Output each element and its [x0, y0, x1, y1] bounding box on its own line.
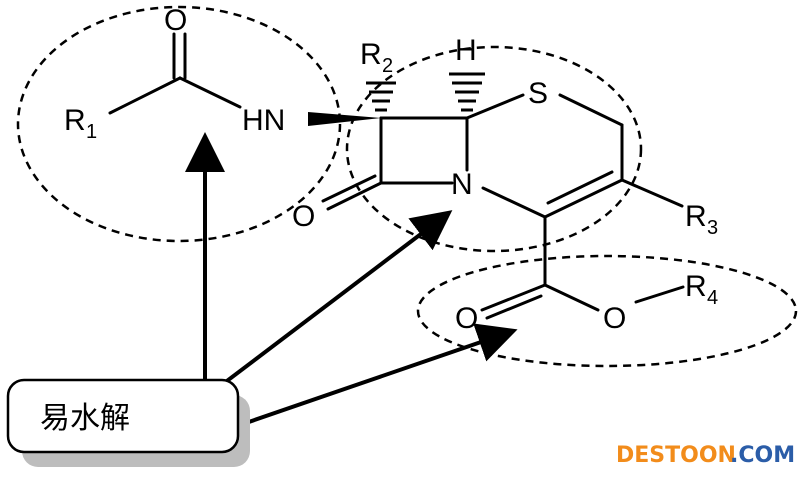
bond-c4-n — [481, 186, 547, 219]
bond-c3-c4-double-a — [543, 178, 624, 219]
bond-c3-c4-double-b — [546, 170, 614, 205]
label-easily-hydrolysed: 易水解 — [40, 401, 130, 436]
ester-group-ring — [416, 254, 798, 368]
wedge-bond-hn — [308, 112, 381, 126]
atom-o-top: O — [164, 4, 187, 37]
bond-c-o-ester — [543, 283, 600, 312]
atom-o-lactam: O — [292, 200, 315, 233]
bond-c-o-carbonyl-a — [480, 283, 547, 312]
atom-r3-subscript: 3 — [707, 217, 718, 239]
arrow-to-beta-lactam — [213, 210, 453, 392]
amide-group-ring — [16, 5, 342, 243]
bond-c3-r3 — [620, 178, 684, 208]
bond-c8-o-double-a — [326, 181, 383, 211]
watermark-suffix: .COM — [730, 443, 795, 468]
atom-r1: R — [64, 104, 86, 137]
watermark-brand: DESTOON — [616, 443, 736, 468]
bond-c8-o-double-b — [321, 174, 377, 203]
atom-n: N — [451, 168, 473, 201]
bond-c-hn — [178, 76, 242, 109]
atom-r4-subscript: 4 — [707, 287, 718, 309]
atom-hn: HN — [242, 104, 285, 137]
bond-o-r4 — [634, 285, 685, 304]
arrow-to-ester — [239, 323, 518, 427]
atom-o-carbonyl: O — [455, 302, 478, 335]
atom-r3: R — [685, 200, 707, 233]
bond-r1-c — [108, 76, 182, 115]
bond-c-o-carbonyl-b — [485, 294, 543, 320]
bond-s-ch2 — [558, 93, 624, 127]
atom-r4: R — [685, 270, 707, 303]
label-box — [6, 378, 240, 454]
hashed-bond-h — [449, 72, 485, 112]
atom-r2: R — [360, 38, 382, 71]
atom-r1-subscript: 1 — [86, 121, 97, 143]
atom-r2-subscript: 2 — [382, 55, 393, 77]
hashed-bond-r2 — [366, 81, 396, 112]
beta-lactam-ring-highlight — [345, 45, 643, 253]
atom-o-ester: O — [603, 302, 626, 335]
atom-h: H — [455, 34, 477, 67]
atom-s: S — [528, 77, 548, 110]
bond-c6-s — [465, 93, 525, 120]
